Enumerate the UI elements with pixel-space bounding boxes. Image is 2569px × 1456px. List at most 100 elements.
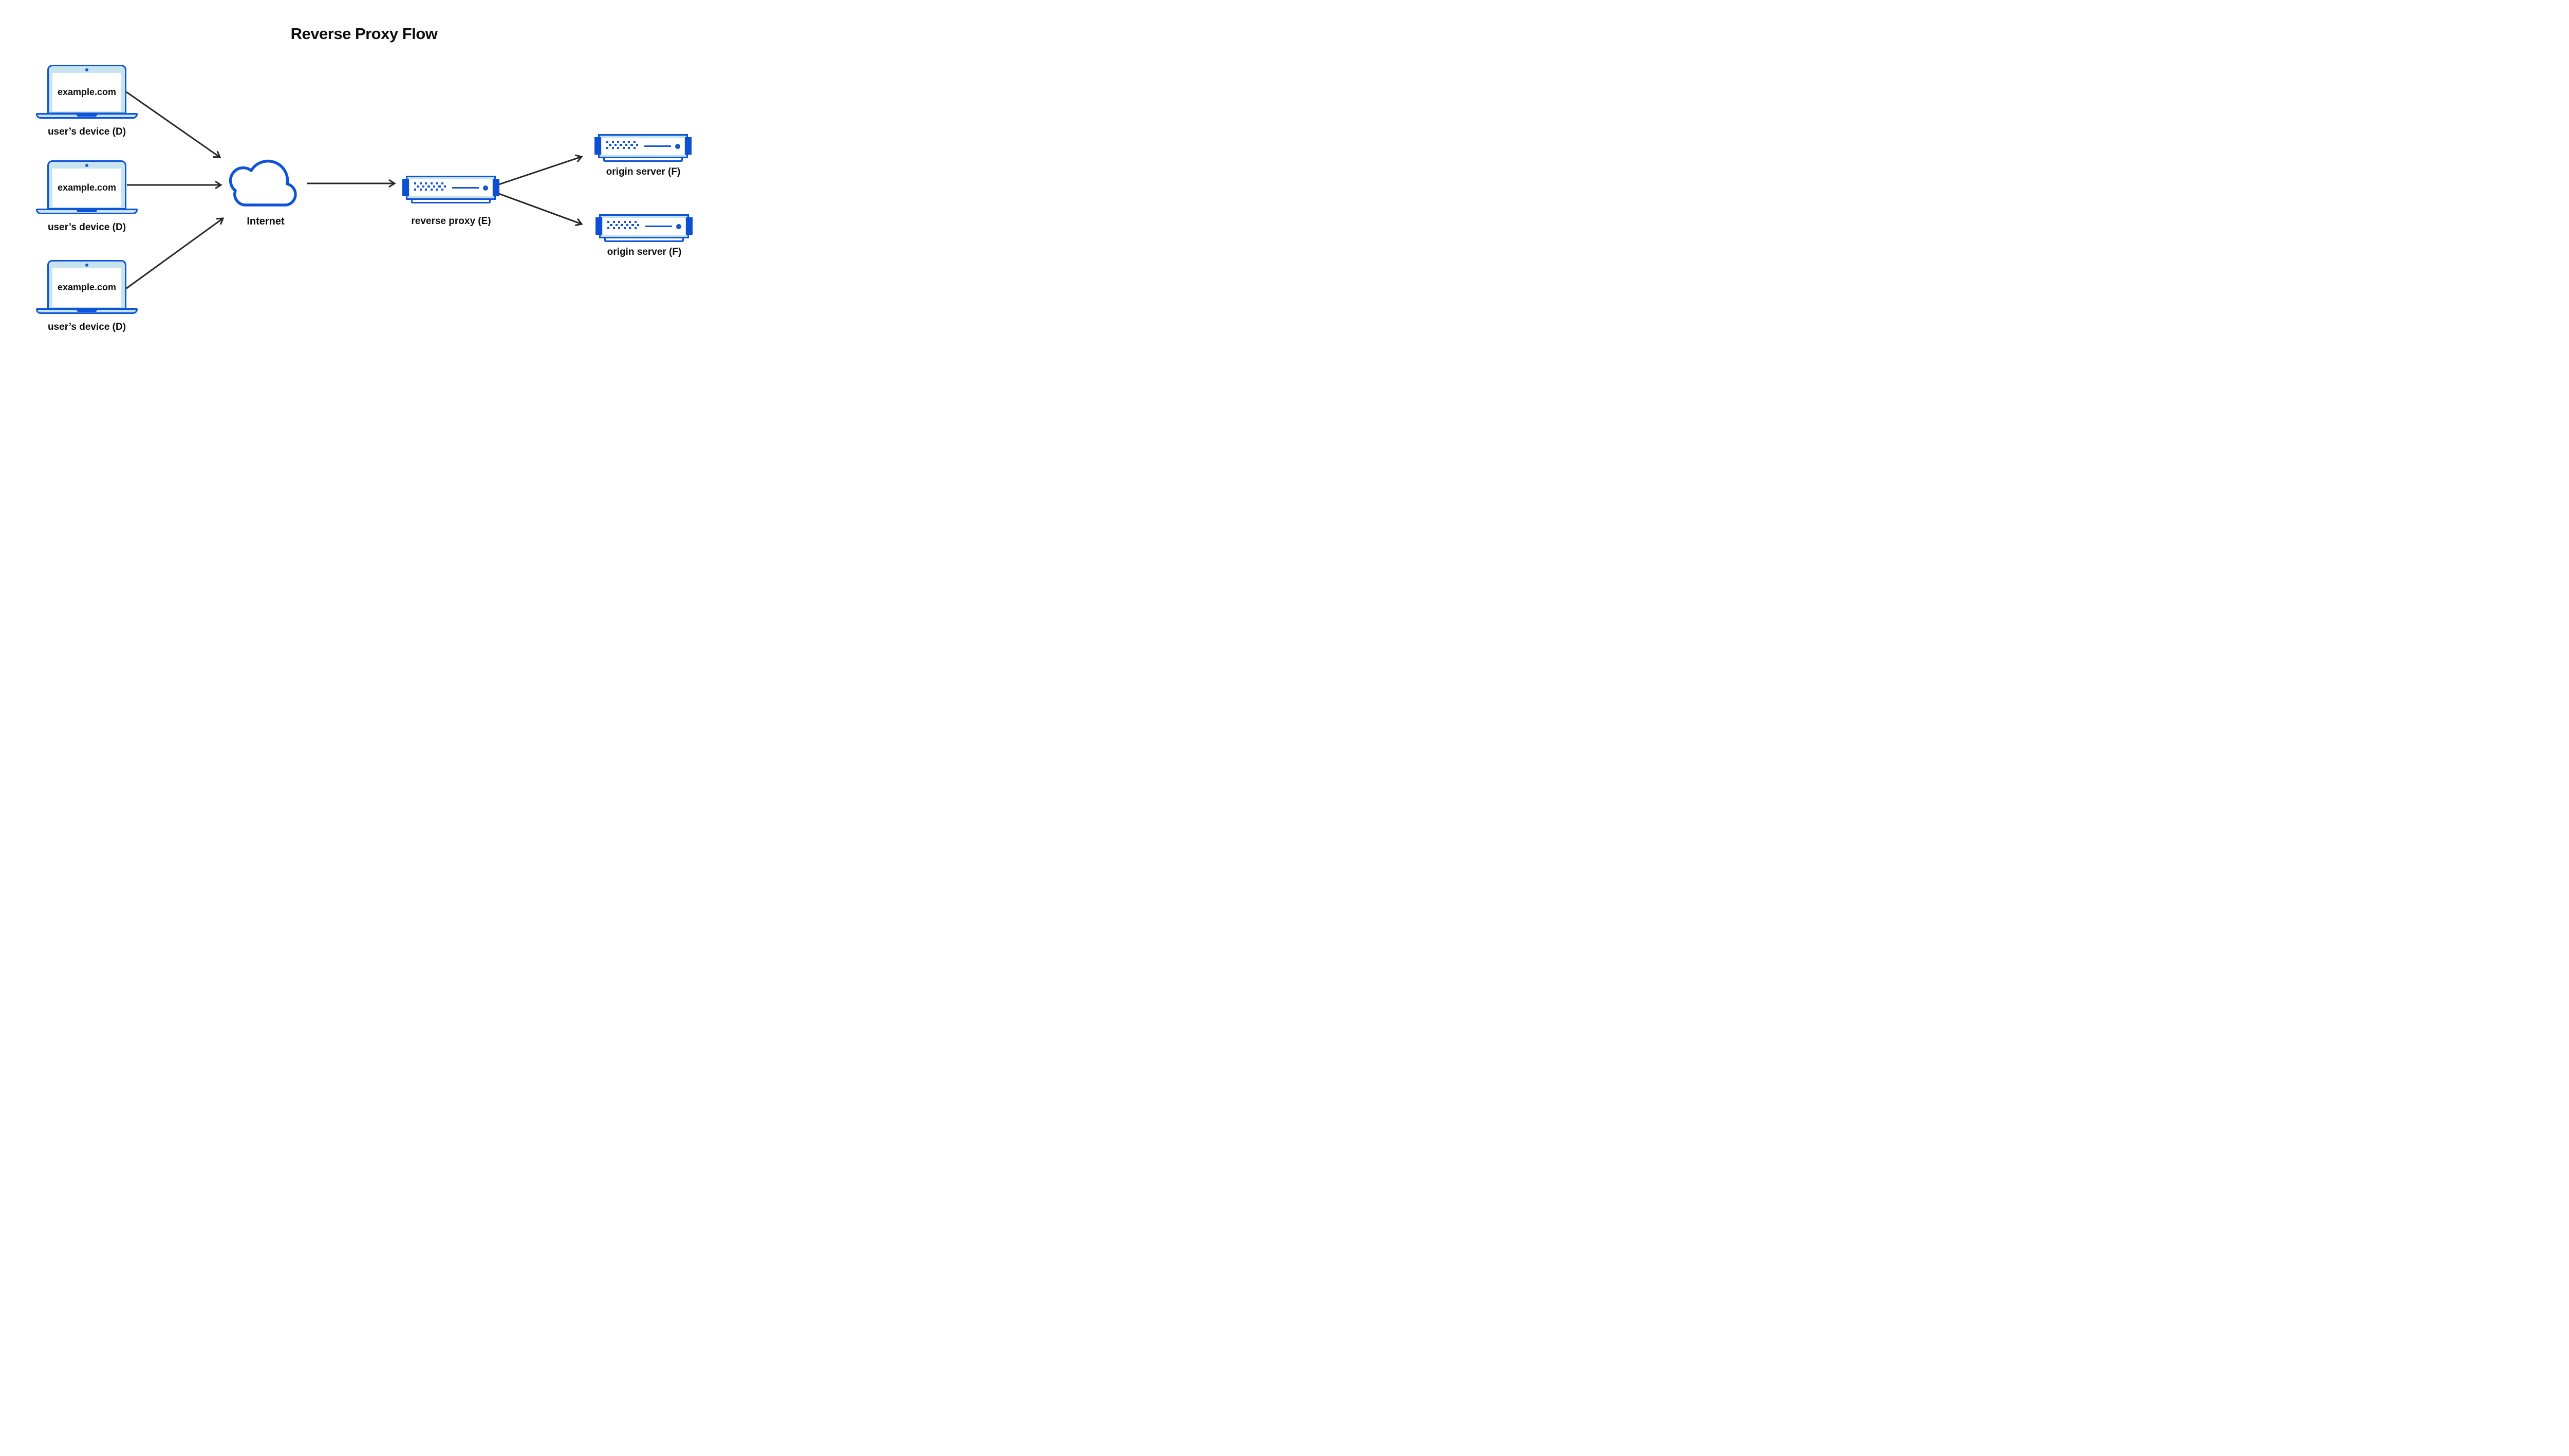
vent-dot: [629, 221, 631, 223]
vent-dot: [414, 189, 417, 191]
vent-dot: [443, 185, 446, 188]
vent-dot: [634, 227, 637, 230]
vent-dot: [615, 224, 618, 227]
vent-dot: [611, 147, 614, 150]
vent-dot: [436, 189, 438, 191]
node-label-origin-server-2: origin server (F): [607, 247, 682, 257]
vent-dot: [611, 141, 614, 143]
vent-dot: [626, 224, 629, 227]
node-user-device-3: example.com user’s device (D): [36, 260, 138, 333]
diagram-title: Reverse Proxy Flow: [290, 25, 438, 43]
arrow-reverse-proxy-to-origin-server-1: [498, 156, 582, 185]
webcam-dot-icon: [85, 68, 88, 71]
vent-dot: [623, 227, 626, 230]
laptop-base: [36, 113, 138, 119]
vent-dot: [609, 144, 611, 146]
flow-arrows-layer: [125, 91, 583, 290]
vent-dot: [617, 141, 620, 143]
vent-dot: [631, 224, 634, 227]
screen-url-text: example.com: [57, 282, 117, 292]
vent-dot: [633, 147, 636, 150]
server-front-panel: [603, 218, 685, 235]
vent-dot: [621, 224, 623, 227]
server-side-tab-icon: [594, 137, 601, 155]
server-side-tab-icon: [493, 179, 499, 196]
server-front-panel: [409, 179, 492, 196]
vent-dot: [622, 141, 625, 143]
vent-dot: [628, 147, 630, 150]
vent-dot: [425, 182, 427, 185]
node-label-user-device-1: user’s device (D): [47, 126, 126, 137]
node-label-user-device-2: user’s device (D): [47, 222, 126, 233]
server-icon: [402, 176, 499, 203]
laptop-base: [36, 308, 138, 314]
vent-dot: [607, 221, 610, 223]
vent-dot: [430, 189, 433, 191]
node-origin-server-2: origin server (F): [595, 214, 693, 258]
arrowhead-icon: [216, 217, 225, 225]
vent-dot: [610, 224, 612, 227]
node-label-internet: Internet: [247, 216, 285, 227]
vent-dot: [636, 144, 639, 146]
arrowhead-icon: [388, 179, 396, 188]
laptop-screen: example.com: [52, 169, 121, 207]
server-side-tab-icon: [595, 217, 602, 235]
vent-dot: [630, 144, 633, 146]
server-chassis: [599, 214, 689, 238]
server-vent-dots-icon: [414, 182, 446, 194]
vent-dot: [419, 182, 422, 185]
server-led-icon: [483, 185, 488, 191]
server-led-icon: [675, 143, 680, 149]
vent-dot: [607, 227, 610, 230]
vent-dot: [612, 227, 615, 230]
server-slot-line-icon: [452, 187, 479, 189]
node-label-user-device-3: user’s device (D): [47, 322, 126, 332]
vent-dot: [623, 221, 626, 223]
screen-url-text: example.com: [57, 87, 117, 97]
node-origin-server-1: origin server (F): [594, 134, 692, 178]
node-label-reverse-proxy: reverse proxy (E): [411, 216, 491, 227]
vent-dot: [622, 147, 625, 150]
webcam-dot-icon: [85, 264, 88, 267]
server-side-tab-icon: [685, 137, 692, 155]
vent-dot: [614, 144, 617, 146]
vent-dot: [441, 189, 443, 191]
server-side-tab-icon: [402, 179, 409, 196]
arrowhead-icon: [213, 151, 221, 158]
vent-dot: [625, 144, 628, 146]
arrowhead-icon: [215, 180, 222, 190]
arrow-reverse-proxy-to-origin-server-2: [498, 193, 582, 225]
node-user-device-1: example.com user’s device (D): [36, 65, 138, 138]
server-vent-dots-icon: [606, 141, 639, 152]
server-slot-line-icon: [644, 145, 671, 147]
arrowhead-icon: [575, 154, 583, 163]
vent-dot: [620, 144, 622, 146]
vent-dot: [414, 182, 417, 185]
laptop-icon: example.com: [47, 65, 126, 114]
laptop-base: [36, 209, 138, 214]
vent-dot: [438, 185, 441, 188]
vent-dot: [617, 147, 620, 150]
vent-dot: [430, 182, 433, 185]
server-chassis: [598, 134, 688, 158]
arrowhead-icon: [574, 218, 583, 227]
server-icon: [594, 134, 692, 162]
vent-dot: [633, 141, 636, 143]
vent-dot: [628, 141, 630, 143]
vent-dot: [422, 185, 425, 188]
server-icon: [595, 214, 693, 242]
vent-dot: [606, 141, 609, 143]
vent-dot: [612, 221, 615, 223]
vent-dot: [618, 227, 621, 230]
vent-dot: [436, 182, 438, 185]
vent-dot: [433, 185, 436, 188]
node-internet: Internet: [229, 159, 302, 227]
server-led-icon: [676, 223, 681, 229]
laptop-notch: [77, 115, 97, 117]
vent-dot: [629, 227, 631, 230]
cloud-icon: [229, 159, 297, 207]
diagram-canvas: Reverse Proxy Flow example.com user’s de…: [0, 0, 728, 364]
arrow-user-device-3-to-internet: [125, 218, 224, 290]
server-front-panel: [602, 138, 684, 155]
arrow-user-device-1-to-internet: [126, 91, 220, 158]
